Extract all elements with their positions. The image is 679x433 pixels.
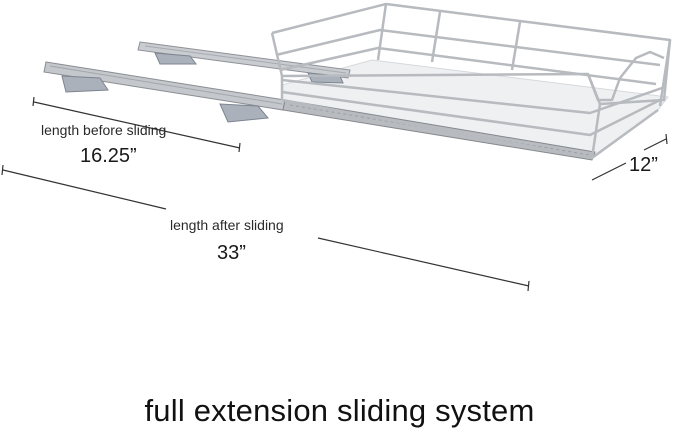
wire-basket xyxy=(270,2,672,160)
depth-dimension-line-left xyxy=(591,162,627,181)
before-dimension-line xyxy=(33,101,241,149)
caption: full extension sliding system xyxy=(144,393,535,428)
before-sliding-label: length before sliding xyxy=(41,122,167,138)
after-dimension-line-left xyxy=(2,169,167,210)
before-sliding-value: 16.25” xyxy=(80,145,137,167)
after-dimension-line-right xyxy=(317,237,530,287)
after-sliding-label: length after sliding xyxy=(170,217,284,233)
depth-value: 12” xyxy=(629,154,658,176)
depth-dimension-line-right xyxy=(643,138,667,151)
after-sliding-value: 33” xyxy=(217,242,246,264)
